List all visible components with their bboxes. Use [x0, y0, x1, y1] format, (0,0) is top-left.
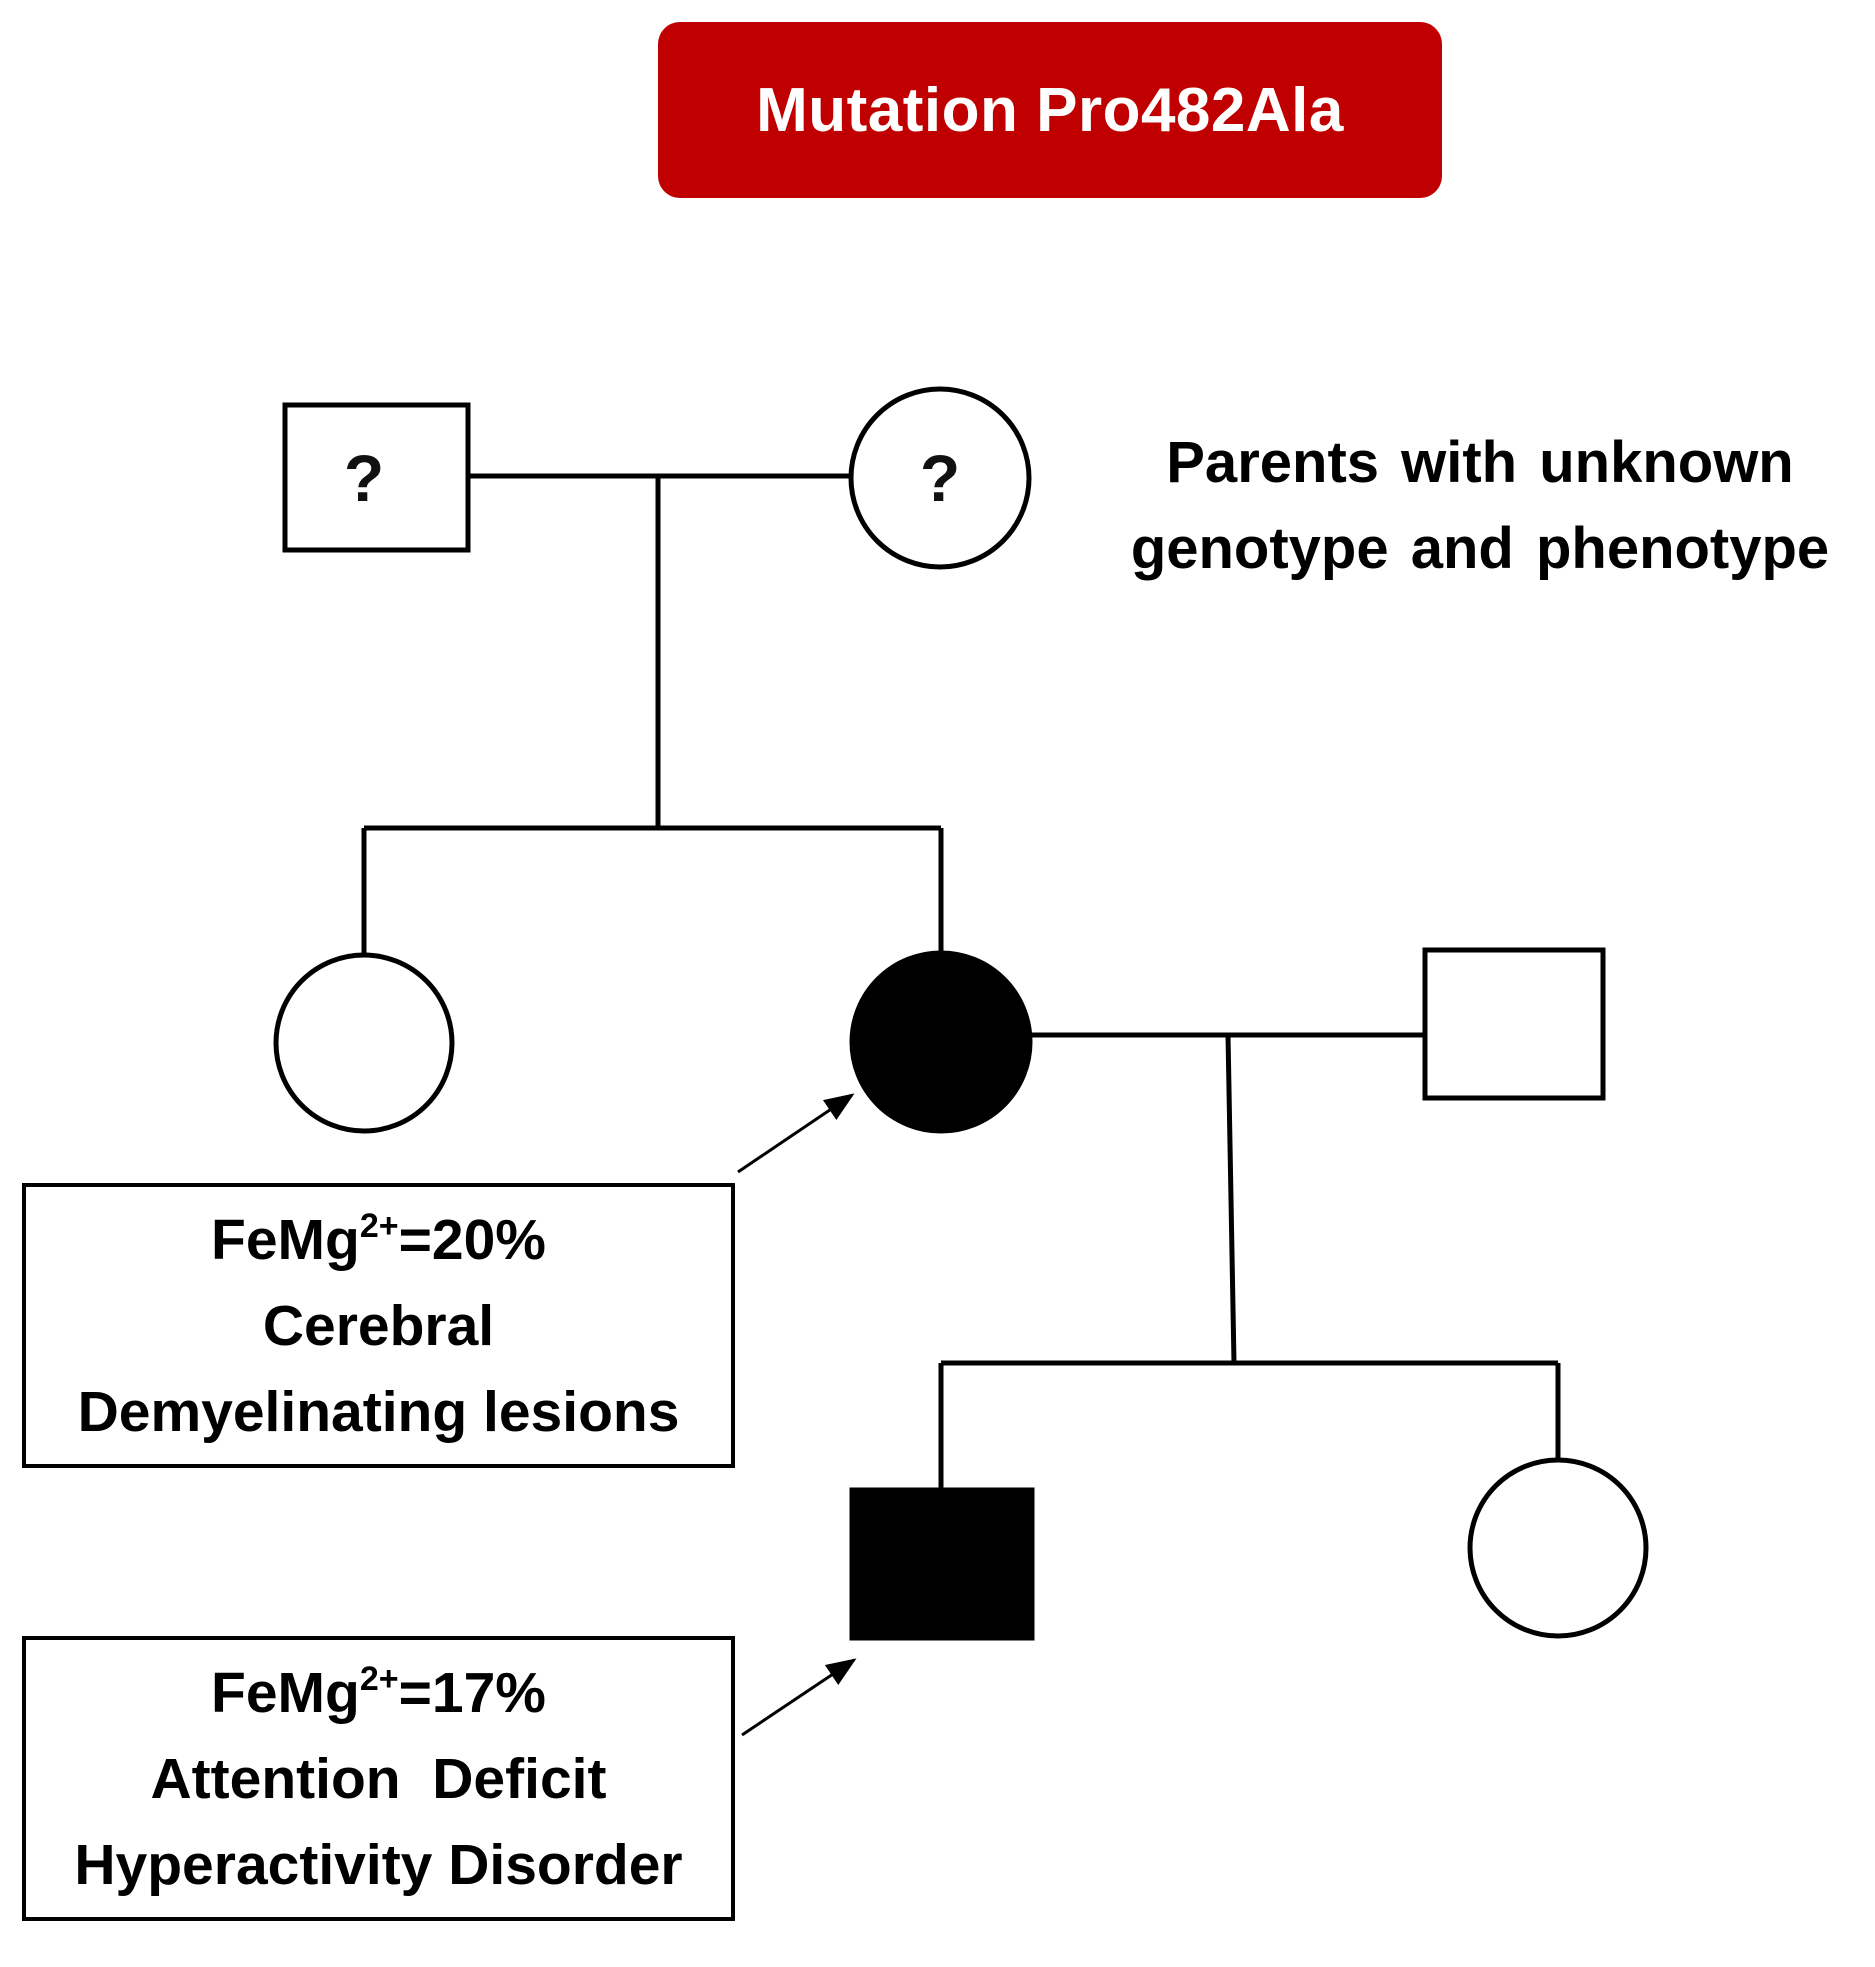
proband-phenotype-line1: Cerebral [262, 1293, 495, 1358]
title-text: Mutation Pro482Ala [756, 75, 1344, 145]
proband-femg-value: =20% [398, 1207, 546, 1272]
daughter-circle [1467, 1457, 1649, 1639]
proband-circle [849, 950, 1033, 1134]
father-question-mark: ? [343, 441, 385, 515]
son-femg-superscript: 2+ [359, 1659, 399, 1698]
proband-femg-line: FeMg2+=20% [26, 1197, 731, 1283]
parents-note-line2: genotype and phenotype [1130, 516, 1830, 581]
children-descent-line [1225, 1034, 1237, 1364]
father-square [282, 402, 471, 553]
proband-arrow [737, 1093, 855, 1174]
husband-square [1422, 947, 1606, 1101]
son-femg-value: =17% [398, 1660, 546, 1725]
son-info-box: FeMg2+=17% Attention Deficit Hyperactivi… [22, 1636, 735, 1921]
proband-phenotype-line2: Demyelinating lesions [77, 1379, 680, 1444]
son-femg-line: FeMg2+=17% [26, 1650, 731, 1736]
sister-circle [273, 952, 455, 1134]
son-phenotype-line1: Attention Deficit [150, 1746, 607, 1811]
son-femg-prefix: FeMg [211, 1660, 360, 1725]
proband-info-box: FeMg2+=20% Cerebral Demyelinating lesion… [22, 1183, 735, 1468]
title-banner: Mutation Pro482Ala [658, 22, 1442, 198]
parents-note: Parents with unknown genotype and phenot… [1085, 420, 1875, 592]
proband-femg-superscript: 2+ [359, 1206, 399, 1245]
mother-question-mark: ? [919, 441, 961, 515]
son-square [849, 1487, 1035, 1641]
son-arrow [741, 1658, 857, 1737]
proband-femg-prefix: FeMg [211, 1207, 360, 1272]
parents-note-line1: Parents with unknown [1166, 430, 1794, 495]
son-phenotype-line2: Hyperactivity Disorder [74, 1832, 683, 1897]
